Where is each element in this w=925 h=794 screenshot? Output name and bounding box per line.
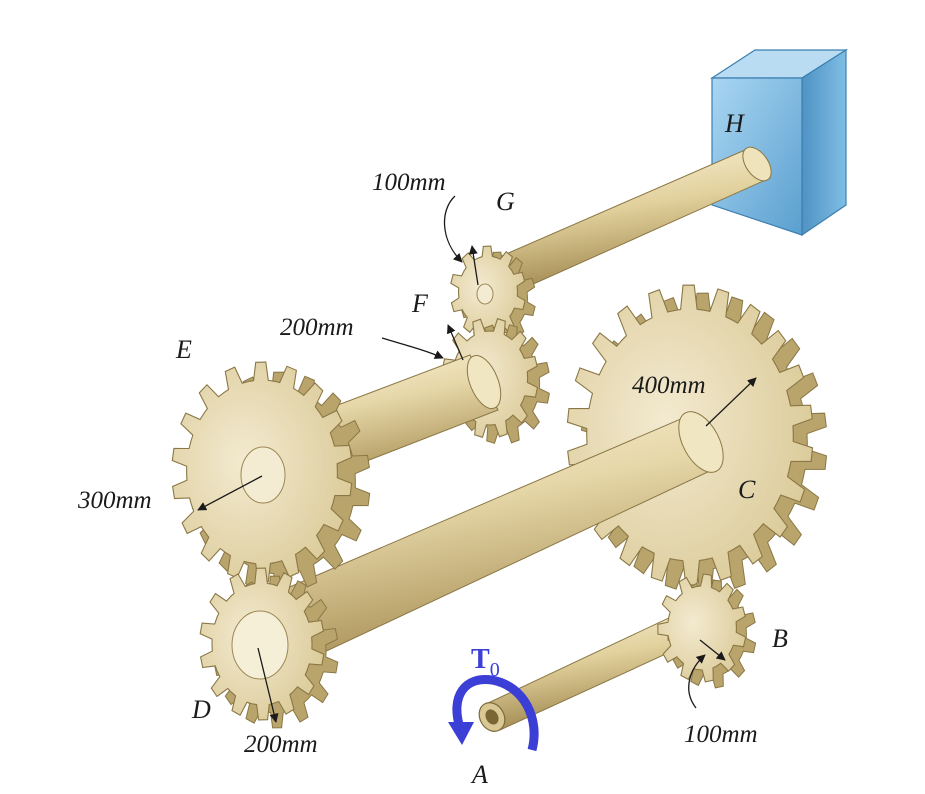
bore-d <box>231 610 289 680</box>
wall-h <box>709 48 849 237</box>
radius-arrow-g <box>468 245 479 286</box>
bore-e <box>240 446 286 504</box>
radius-arrow-c <box>705 377 757 427</box>
radius-arrow-e <box>197 475 263 511</box>
label-a: A <box>470 760 488 789</box>
label-d: D <box>191 695 211 724</box>
torque-curve <box>452 675 539 752</box>
dim-d: 200mm <box>244 731 318 758</box>
shaft-dc <box>277 411 724 656</box>
radius-arrow-b <box>699 639 726 661</box>
bore-g <box>476 283 494 305</box>
dim-c: 400mm <box>632 372 706 399</box>
dimension-leaders <box>197 195 757 723</box>
gear-b <box>657 573 757 689</box>
dim-f: 200mm <box>280 314 354 341</box>
leader-b <box>688 654 706 709</box>
gear-B-face <box>657 573 747 683</box>
label-h: H <box>724 109 745 138</box>
dim-e: 300mm <box>77 487 152 514</box>
torque-label: T0 <box>471 644 500 681</box>
leader-f <box>381 337 444 359</box>
dim-g: 100mm <box>372 169 446 196</box>
label-f: F <box>411 289 429 318</box>
torque-symbol: T <box>471 644 490 675</box>
torque-subscript: 0 <box>490 659 500 681</box>
radius-arrow-d <box>257 647 279 723</box>
torque-arrowhead <box>448 722 474 745</box>
shaft-gh <box>496 146 772 291</box>
dim-b: 100mm <box>684 721 758 748</box>
leader-g <box>443 195 463 263</box>
label-b: B <box>772 624 788 653</box>
label-e: E <box>175 335 192 364</box>
torque-arrow: T0 <box>448 644 539 752</box>
radius-arrow-f <box>447 324 464 361</box>
label-g: G <box>496 187 515 216</box>
label-c: C <box>738 475 756 504</box>
